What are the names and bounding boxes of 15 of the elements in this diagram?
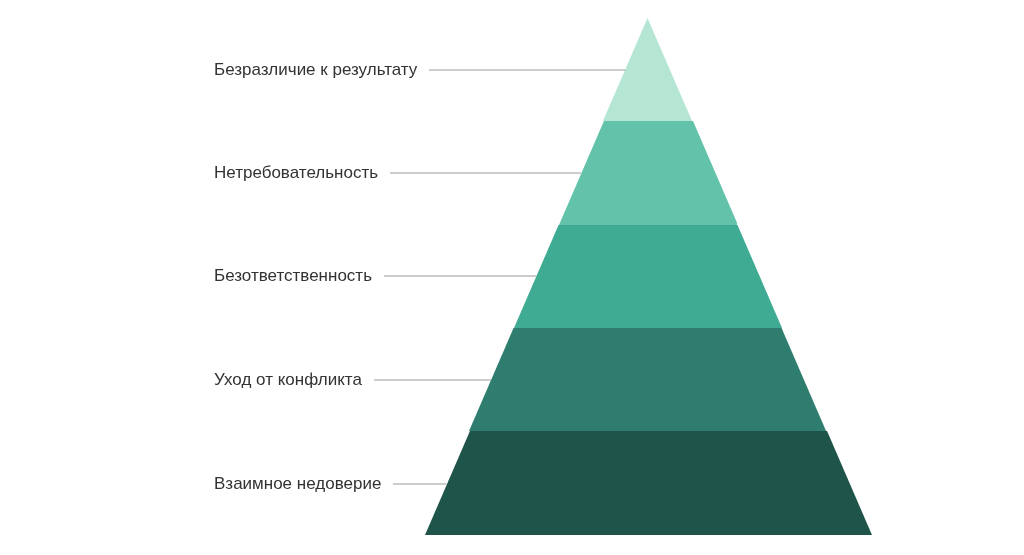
leader-line [373, 379, 492, 381]
pyramid-level-label: Взаимное недоверие [214, 474, 382, 494]
leader-line [428, 69, 626, 71]
pyramid-top-band [603, 18, 693, 121]
pyramid-level-label: Нетребовательность [214, 163, 379, 183]
leader-line [392, 483, 448, 485]
pyramid-band [558, 121, 738, 225]
pyramid-band [514, 225, 782, 328]
pyramid-band [469, 328, 827, 431]
pyramid-level-label: Уход от конфликта [214, 370, 362, 390]
pyramid-level-label: Безразличие к результату [214, 60, 418, 80]
leader-line [389, 172, 582, 174]
leader-line [383, 275, 537, 277]
pyramid-band [424, 431, 872, 535]
pyramid-level-label: Безответственность [214, 266, 372, 286]
